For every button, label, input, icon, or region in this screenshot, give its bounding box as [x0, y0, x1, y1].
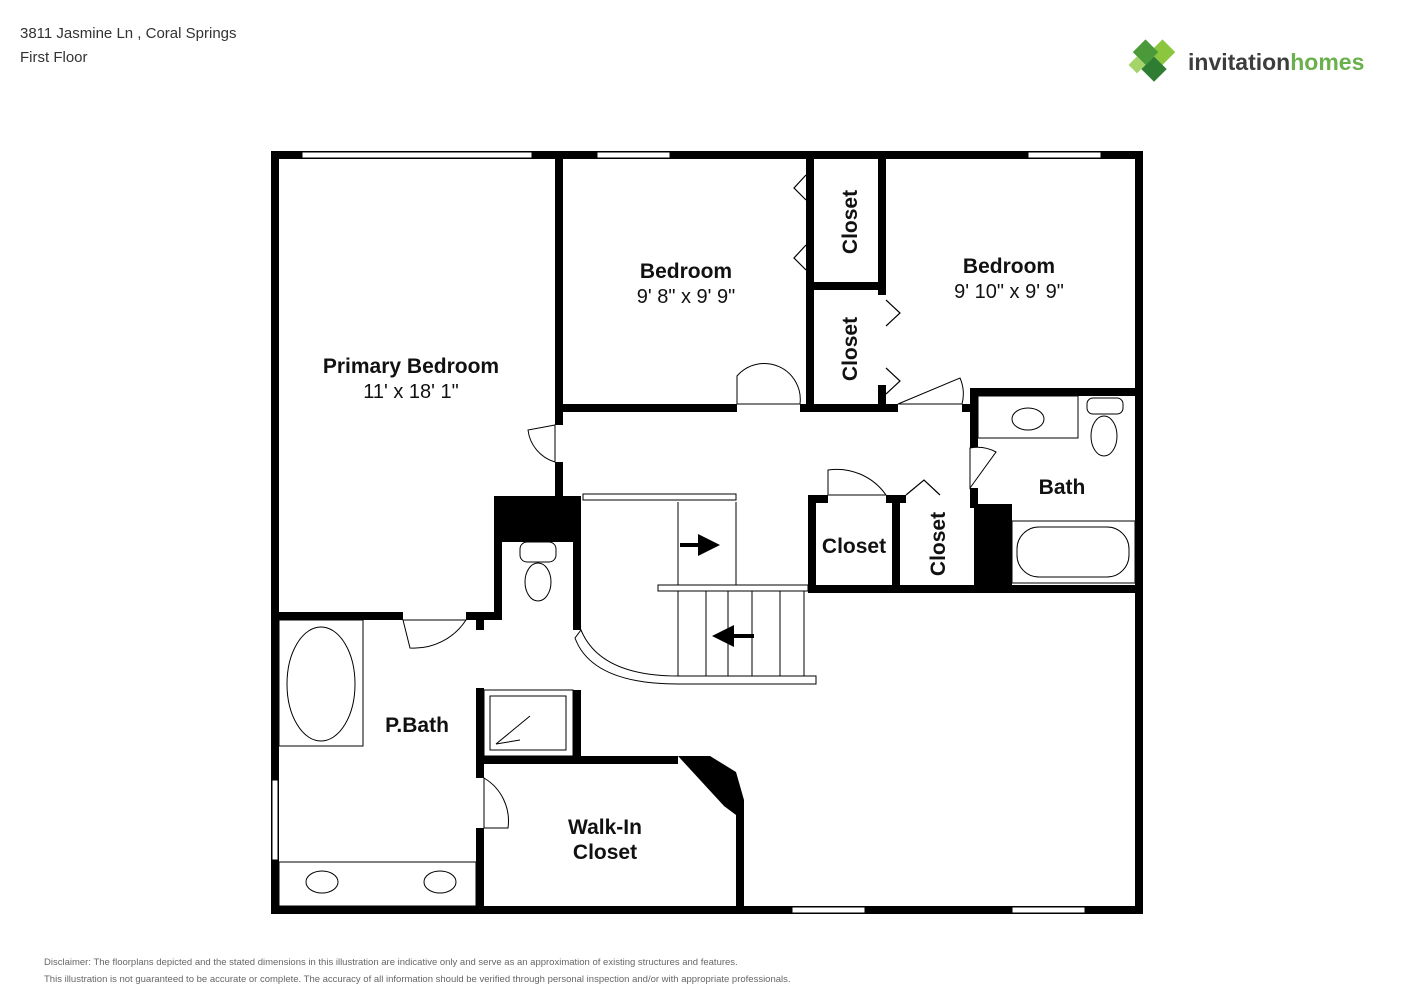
windows: [271, 151, 1102, 914]
p-bath-label: P.Bath: [385, 714, 449, 737]
closet-2-label: Closet: [839, 317, 862, 381]
primary-bedroom-dims: 11' x 18' 1": [363, 381, 459, 403]
stair-arrows: [680, 534, 754, 647]
walk-in-closet-label-line1: Walk-In: [568, 816, 642, 839]
doors: [402, 363, 997, 829]
closet-1-label: Closet: [839, 190, 862, 254]
disclaimer-line-1: Disclaimer: The floorplans depicted and …: [44, 957, 738, 968]
disclaimer: Disclaimer: The floorplans depicted and …: [44, 954, 791, 988]
exterior-walls: [271, 151, 1143, 914]
logo-icon: invitationhomes: [1128, 39, 1364, 82]
staircase: [574, 493, 817, 685]
bedroom-1-label: Bedroom: [640, 260, 732, 283]
bedroom-1-dims: 9' 8" x 9' 9": [637, 286, 736, 308]
fixtures: [278, 395, 1136, 907]
address-text: 3811 Jasmine Ln , Coral Springs: [20, 25, 237, 42]
brand-logo: invitationhomes: [1128, 38, 1388, 88]
primary-bedroom-label: Primary Bedroom: [323, 355, 499, 378]
disclaimer-line-2: This illustration is not guaranteed to b…: [44, 974, 791, 985]
room-labels: Primary Bedroom 11' x 18' 1" Bedroom 9' …: [323, 190, 1085, 864]
bedroom-2-dims: 9' 10" x 9' 9": [954, 281, 1064, 303]
brand-name-part2: homes: [1290, 49, 1364, 75]
interior-walls: [275, 155, 1143, 912]
svg-text:invitationhomes: invitationhomes: [1188, 49, 1364, 75]
address-block: 3811 Jasmine Ln , Coral Springs First Fl…: [20, 22, 237, 70]
closet-3-label: Closet: [822, 535, 886, 558]
closet-doors: [793, 174, 941, 496]
bath-label: Bath: [1039, 476, 1086, 499]
closet-4-label: Closet: [927, 512, 950, 576]
bedroom-2-label: Bedroom: [963, 255, 1055, 278]
walk-in-closet-label-line2: Closet: [573, 841, 637, 864]
floor-label: First Floor: [20, 49, 88, 66]
brand-name-part1: invitation: [1188, 49, 1290, 75]
